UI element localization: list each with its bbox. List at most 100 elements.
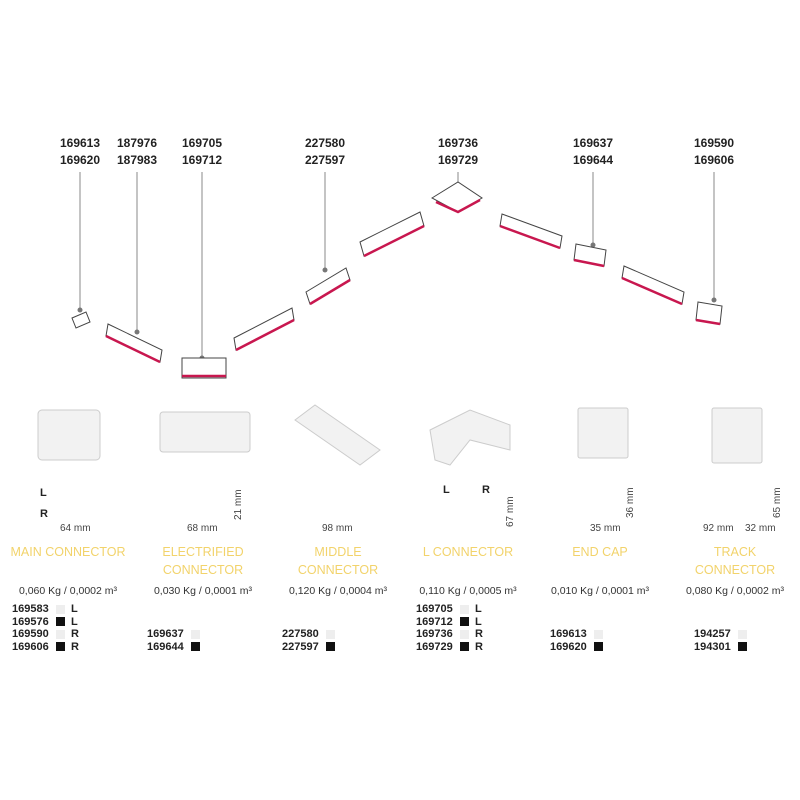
product-weight-volume: 0,010 Kg / 0,0001 m³ <box>550 585 650 597</box>
article-code: 169606 <box>12 640 49 653</box>
side-indicator: R <box>475 628 483 640</box>
callout-code-black: 169606 <box>693 153 735 167</box>
product-title: L CONNECTOR <box>422 545 514 559</box>
color-swatch-black <box>191 642 200 652</box>
callout-code-black: 169712 <box>181 153 223 167</box>
callout-code-white: 187976 <box>116 136 158 150</box>
callout-code-black: 187983 <box>116 153 158 167</box>
article-code: 169644 <box>147 640 184 653</box>
callout-code-black: 227597 <box>304 153 346 167</box>
article-code: 169637 <box>147 628 184 640</box>
callout-code-white: 169736 <box>437 136 479 150</box>
side-indicator: L <box>71 615 78 628</box>
product-weight-volume: 0,080 Kg / 0,0002 m³ <box>685 585 785 597</box>
article-code-row: 194257 <box>694 628 763 641</box>
dimension-label-vertical: 67 mm <box>505 496 516 527</box>
side-label: R <box>482 484 490 496</box>
middle-connector-photo <box>294 404 381 466</box>
callout-code-white: 169705 <box>181 136 223 150</box>
article-code: 227580 <box>282 628 319 640</box>
color-swatch-black <box>56 617 65 627</box>
article-code: 169729 <box>416 640 453 653</box>
color-swatch-white <box>594 629 603 639</box>
l-connector-photo <box>429 409 511 466</box>
dimension-label: 32 mm <box>745 523 776 534</box>
side-label: R <box>40 508 48 520</box>
article-code-row: 169613 <box>550 628 619 641</box>
article-code: 194257 <box>694 628 731 640</box>
dimension-label: 35 mm <box>590 523 621 534</box>
article-code-row: 169644 <box>147 641 216 654</box>
color-swatch-black <box>594 642 603 652</box>
dimension-label: 98 mm <box>322 523 353 534</box>
callout-codes: 169705 169712 <box>172 135 232 169</box>
callout-codes: 169590 169606 <box>684 135 744 169</box>
dimension-label-vertical: 65 mm <box>772 487 783 518</box>
callout-code-white: 169637 <box>572 136 614 150</box>
article-code-row: 227597 <box>282 641 351 654</box>
side-indicator: R <box>475 640 483 653</box>
color-swatch-white <box>460 604 469 614</box>
end-cap-photo <box>577 407 629 459</box>
article-code: 169620 <box>550 640 587 653</box>
color-swatch-white <box>191 629 200 639</box>
dimension-label-vertical: 36 mm <box>625 487 636 518</box>
dimension-label: 68 mm <box>187 523 218 534</box>
product-title: MAIN CONNECTOR <box>10 545 126 559</box>
side-label: L <box>40 487 47 499</box>
color-swatch-white <box>56 604 65 614</box>
article-code-row: 227580 <box>282 628 351 641</box>
callout-code-black: 169644 <box>572 153 614 167</box>
dimension-label-vertical: 21 mm <box>233 489 244 520</box>
product-title: END CAP <box>572 545 628 559</box>
track-connector-photo <box>711 407 763 464</box>
article-code: 169712 <box>416 615 453 628</box>
color-swatch-white <box>56 629 65 639</box>
product-weight-volume: 0,110 Kg / 0,0005 m³ <box>419 585 517 597</box>
electrified-connector-photo <box>159 411 251 453</box>
side-indicator: R <box>71 628 79 640</box>
article-code: 169613 <box>550 628 587 640</box>
color-swatch-black <box>460 617 469 627</box>
article-code: 169576 <box>12 615 49 628</box>
product-weight-volume: 0,030 Kg / 0,0001 m³ <box>153 585 253 597</box>
color-swatch-white <box>738 629 747 639</box>
color-swatch-white <box>460 629 469 639</box>
article-code-row: 169637 <box>147 628 216 641</box>
article-code: 227597 <box>282 640 319 653</box>
article-code-row: 194301 <box>694 641 763 654</box>
article-code-row: 169576 L <box>12 616 81 629</box>
callout-code-black: 169729 <box>437 153 479 167</box>
callout-code-black: 169620 <box>59 153 101 167</box>
color-swatch-white <box>326 629 335 639</box>
article-code-row: 169705 L <box>416 603 485 616</box>
color-swatch-black <box>326 642 335 652</box>
main-connector-photo <box>37 409 101 461</box>
side-indicator: L <box>475 603 482 615</box>
product-weight-volume: 0,120 Kg / 0,0004 m³ <box>288 585 388 597</box>
article-code-row: 169729 R <box>416 641 485 654</box>
article-code: 169705 <box>416 603 453 615</box>
article-code: 194301 <box>694 640 731 653</box>
article-code-row: 169620 <box>550 641 619 654</box>
article-code: 169590 <box>12 628 49 640</box>
product-weight-volume: 0,060 Kg / 0,0002 m³ <box>18 585 118 597</box>
callout-codes: 169637 169644 <box>563 135 623 169</box>
callout-codes: 169736 169729 <box>428 135 488 169</box>
color-swatch-black <box>460 642 469 652</box>
callout-codes: 187976 187983 <box>107 135 167 169</box>
callout-code-white: 169590 <box>693 136 735 150</box>
side-label: L <box>443 484 450 496</box>
